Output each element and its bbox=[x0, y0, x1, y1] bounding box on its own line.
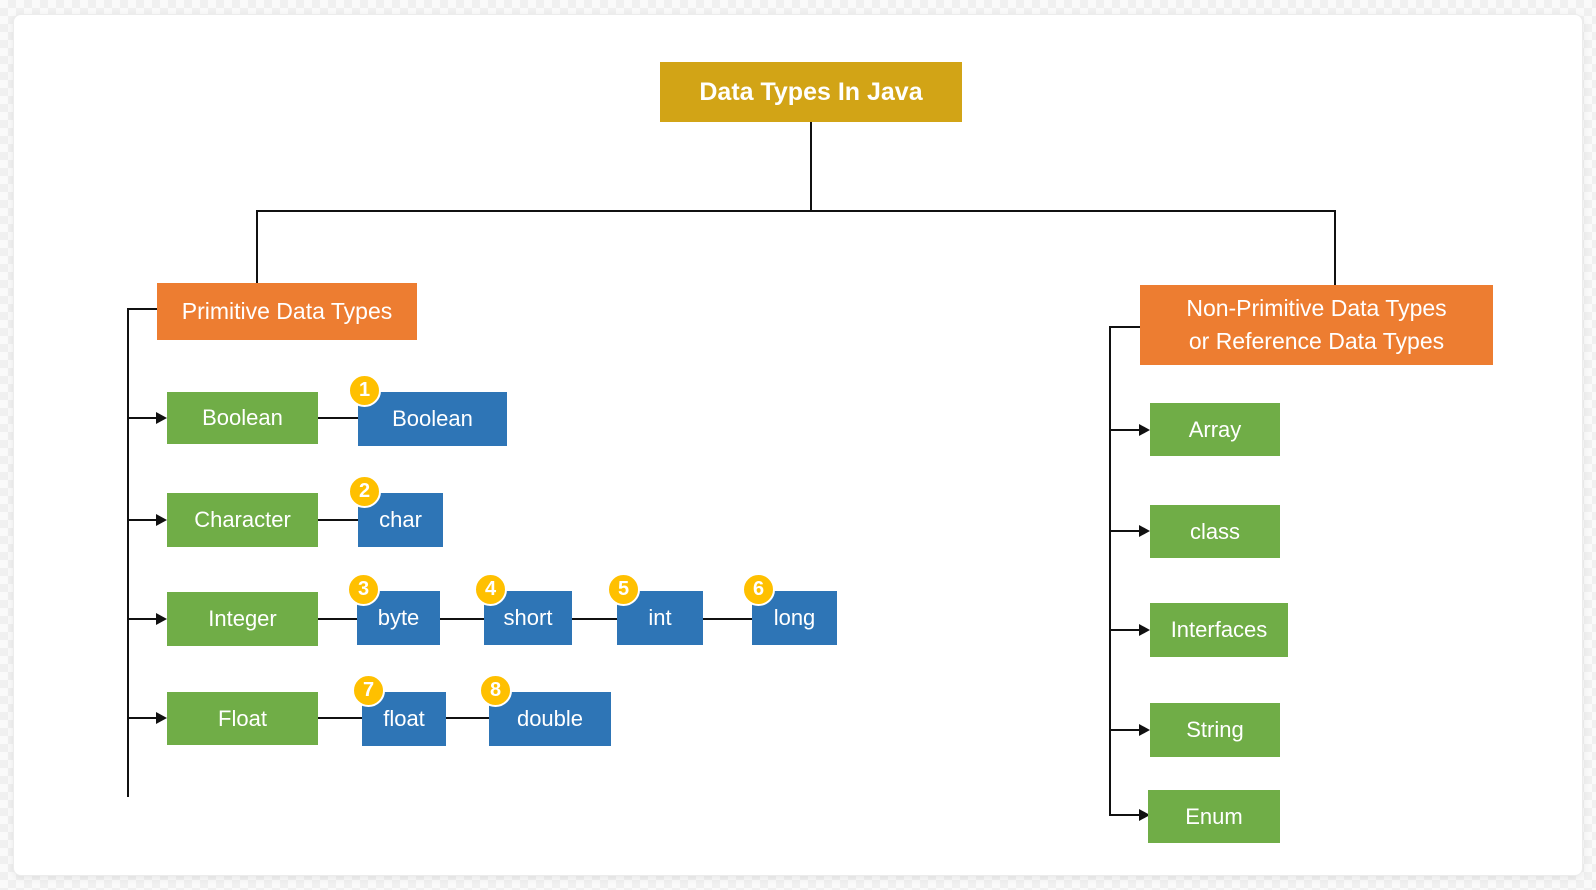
connector-float-double bbox=[446, 717, 489, 719]
non-primitive-type-enum: Enum bbox=[1148, 790, 1280, 843]
connector-main-horizontal bbox=[256, 210, 1336, 212]
subtype-double-label: double bbox=[516, 706, 584, 731]
badge-7-number: 7 bbox=[362, 679, 375, 701]
badge-7: 7 bbox=[352, 674, 385, 707]
badge-1: 1 bbox=[348, 374, 381, 407]
arrow-icon-float bbox=[156, 712, 167, 724]
arrow-line-interfaces bbox=[1110, 629, 1139, 631]
connector-float bbox=[318, 717, 362, 719]
left-rail-vertical bbox=[127, 308, 129, 797]
subtype-long-label: long bbox=[773, 605, 816, 630]
connector-title-vertical bbox=[810, 122, 812, 211]
character-label: Character bbox=[194, 507, 291, 532]
subtype-float-label: float bbox=[383, 706, 425, 731]
primitive-data-types-label: Primitive Data Types bbox=[181, 298, 393, 324]
badge-8: 8 bbox=[479, 674, 512, 707]
arrow-icon-array bbox=[1139, 424, 1150, 436]
badge-6-number: 6 bbox=[752, 578, 765, 600]
arrow-line-boolean bbox=[128, 417, 156, 419]
right-rail-vertical bbox=[1109, 326, 1111, 816]
arrow-icon-enum bbox=[1139, 809, 1150, 821]
right-rail-stub bbox=[1110, 326, 1140, 328]
title-box: Data Types In Java bbox=[660, 62, 962, 122]
arrow-line-string bbox=[1110, 729, 1139, 731]
subtype-boolean: Boolean bbox=[358, 392, 507, 446]
badge-8-number: 8 bbox=[489, 679, 502, 701]
subtype-double: double bbox=[489, 692, 611, 746]
primitive-data-types-box: Primitive Data Types bbox=[157, 283, 417, 340]
non-primitive-type-array: Array bbox=[1150, 403, 1280, 456]
class-label: class bbox=[1189, 518, 1241, 544]
non-primitive-data-types-label: Non-Primitive Data Types or Reference Da… bbox=[1186, 292, 1446, 359]
arrow-line-class bbox=[1110, 530, 1139, 532]
connector-int-long bbox=[703, 618, 752, 620]
badge-4: 4 bbox=[474, 573, 507, 606]
float-label: Float bbox=[218, 705, 267, 731]
enum-label: Enum bbox=[1185, 803, 1243, 829]
connector-boolean bbox=[318, 417, 358, 419]
arrow-line-enum bbox=[1110, 814, 1139, 816]
integer-label: Integer bbox=[208, 606, 277, 631]
badge-3-number: 3 bbox=[357, 578, 370, 600]
arrow-icon-character bbox=[156, 514, 167, 526]
non-primitive-data-types-box: Non-Primitive Data Types or Reference Da… bbox=[1140, 285, 1493, 365]
array-label: Array bbox=[1188, 416, 1242, 442]
badge-3: 3 bbox=[347, 573, 380, 606]
non-primitive-label-line2: or Reference Data Types bbox=[1188, 328, 1445, 354]
interfaces-label: Interfaces bbox=[1170, 617, 1268, 642]
left-rail-stub bbox=[128, 308, 157, 310]
badge-1-number: 1 bbox=[358, 379, 371, 401]
primitive-type-float: Float bbox=[167, 692, 318, 745]
boolean-label: Boolean bbox=[202, 405, 283, 430]
badge-2: 2 bbox=[348, 475, 381, 508]
subtype-short-label: short bbox=[503, 605, 553, 630]
connector-byte-short bbox=[440, 618, 484, 620]
connector-left-branch-vertical bbox=[256, 210, 258, 284]
arrow-line-integer bbox=[128, 618, 156, 620]
arrow-icon-string bbox=[1139, 724, 1150, 736]
primitive-type-boolean: Boolean bbox=[167, 392, 318, 444]
primitive-type-character: Character bbox=[167, 493, 318, 547]
arrow-line-array bbox=[1110, 429, 1139, 431]
non-primitive-type-interfaces: Interfaces bbox=[1150, 603, 1288, 657]
connector-right-branch-vertical bbox=[1334, 210, 1336, 286]
arrow-line-character bbox=[128, 519, 156, 521]
badge-5-number: 5 bbox=[617, 578, 630, 600]
arrow-line-float bbox=[128, 717, 156, 719]
subtype-boolean-label: Boolean bbox=[392, 406, 473, 431]
badge-5: 5 bbox=[607, 573, 640, 606]
badge-4-number: 4 bbox=[484, 578, 497, 600]
arrow-icon-class bbox=[1139, 525, 1150, 537]
connector-character bbox=[318, 519, 358, 521]
connector-short-int bbox=[572, 618, 617, 620]
connector-integer-byte bbox=[318, 618, 357, 620]
non-primitive-type-string: String bbox=[1150, 703, 1280, 757]
non-primitive-type-class: class bbox=[1150, 505, 1280, 558]
arrow-icon-boolean bbox=[156, 412, 167, 424]
primitive-type-integer: Integer bbox=[167, 592, 318, 646]
subtype-char-label: char bbox=[379, 507, 422, 532]
badge-6: 6 bbox=[742, 573, 775, 606]
arrow-icon-integer bbox=[156, 613, 167, 625]
non-primitive-label-line1: Non-Primitive Data Types bbox=[1186, 294, 1447, 321]
arrow-icon-interfaces bbox=[1139, 624, 1150, 636]
title-label: Data Types In Java bbox=[699, 77, 923, 106]
subtype-byte-label: byte bbox=[377, 605, 420, 630]
diagram-canvas bbox=[13, 14, 1583, 876]
subtype-int-label: int bbox=[648, 605, 672, 630]
badge-2-number: 2 bbox=[358, 480, 371, 502]
string-label: String bbox=[1186, 717, 1244, 742]
subtype-char: char bbox=[358, 493, 443, 547]
